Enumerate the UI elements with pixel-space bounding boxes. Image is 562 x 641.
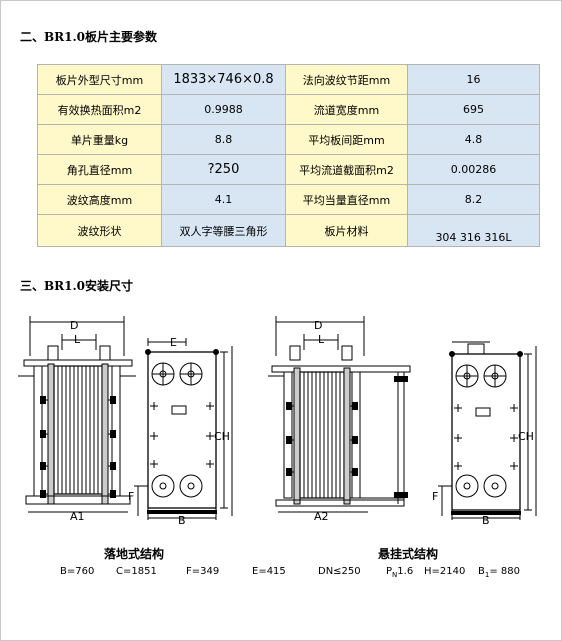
b1-value: = 880: [489, 566, 520, 577]
param-label: 单片重量kg: [37, 124, 162, 155]
dim-label-b: B: [482, 514, 490, 526]
param-label: 流道宽度mm: [285, 94, 408, 125]
param-label: 波纹高度mm: [37, 184, 162, 215]
dim-label-ch: CH: [518, 430, 534, 443]
dim-label-e: E: [170, 336, 177, 349]
pn-value: 1.6: [397, 566, 414, 577]
table-row: 板片外型尺寸mm 1833×746×0.8 法向波纹节距mm 16: [37, 64, 540, 95]
dimension-dn: DN≤250: [318, 566, 361, 577]
dimension-e: E=415: [252, 566, 286, 577]
b1-symbol: B: [478, 566, 485, 577]
floor-front-view-drawing: E CH F B: [128, 336, 233, 526]
table-row: 波纹形状 双人字等腰三角形 板片材料 304 316 316L: [37, 214, 540, 247]
dim-label-f: F: [432, 490, 438, 503]
param-value: 1833×746×0.8: [161, 64, 286, 95]
param-label: 有效换热面积m2: [37, 94, 162, 125]
hanging-structure-caption: 悬挂式结构: [378, 547, 439, 561]
parameter-table: 板片外型尺寸mm 1833×746×0.8 法向波纹节距mm 16 有效换热面积…: [37, 64, 540, 247]
dim-label-l: L: [74, 333, 81, 346]
section-3-heading: 三、BR1.0安装尺寸: [20, 279, 133, 293]
dim-label-f: F: [128, 490, 134, 503]
param-label: 平均流道截面积m2: [285, 154, 408, 185]
param-label: 法向波纹节距mm: [285, 64, 408, 95]
floor-structure-caption: 落地式结构: [104, 547, 165, 561]
dim-label-ch: CH: [214, 430, 230, 443]
section-2-heading: 二、BR1.0板片主要参数: [20, 30, 157, 44]
param-value: 8.8: [161, 124, 286, 155]
param-label: 角孔直径mm: [37, 154, 162, 185]
param-value: ?250: [161, 154, 286, 185]
dim-label-a1: A1: [70, 510, 85, 523]
dimension-pn: PN1.6: [386, 566, 413, 579]
param-label: 板片材料: [285, 214, 408, 247]
param-label: 板片外型尺寸mm: [37, 64, 162, 95]
floor-side-view-drawing: D L A1: [18, 316, 136, 523]
hanging-side-view-drawing: D L A2: [268, 316, 411, 523]
dim-label-b: B: [178, 514, 186, 526]
param-label: 平均板间距mm: [285, 124, 408, 155]
dim-label-l: L: [318, 333, 325, 346]
hanging-front-view-drawing: CH F B: [432, 341, 537, 526]
table-row: 波纹高度mm 4.1 平均当量直径mm 8.2: [37, 184, 540, 215]
param-value: 4.8: [407, 124, 540, 155]
dim-label-d: D: [314, 319, 322, 332]
param-value: 304 316 316L: [407, 214, 540, 247]
dimension-h: H=2140: [424, 566, 466, 577]
dimension-f: F=349: [186, 566, 220, 577]
b1-subscript: 1: [484, 571, 490, 579]
pn-subscript: N: [392, 571, 398, 579]
param-value: 16: [407, 64, 540, 95]
param-value: 0.9988: [161, 94, 286, 125]
table-row: 有效换热面积m2 0.9988 流道宽度mm 695: [37, 94, 540, 125]
dim-label-d: D: [70, 319, 78, 332]
dim-label-a2: A2: [314, 510, 329, 523]
param-value: 4.1: [161, 184, 286, 215]
param-label: 平均当量直径mm: [285, 184, 408, 215]
param-value: 8.2: [407, 184, 540, 215]
param-label: 波纹形状: [37, 214, 162, 247]
table-row: 角孔直径mm ?250 平均流道截面积m2 0.00286: [37, 154, 540, 185]
dimension-b1: B1= 880: [478, 566, 520, 579]
pn-symbol: P: [386, 566, 393, 577]
param-value: 695: [407, 94, 540, 125]
param-value: 0.00286: [407, 154, 540, 185]
param-value: 双人字等腰三角形: [161, 214, 286, 247]
dimension-c: C=1851: [116, 566, 157, 577]
table-row: 单片重量kg 8.8 平均板间距mm 4.8: [37, 124, 540, 155]
dimension-b: B=760: [60, 566, 95, 577]
